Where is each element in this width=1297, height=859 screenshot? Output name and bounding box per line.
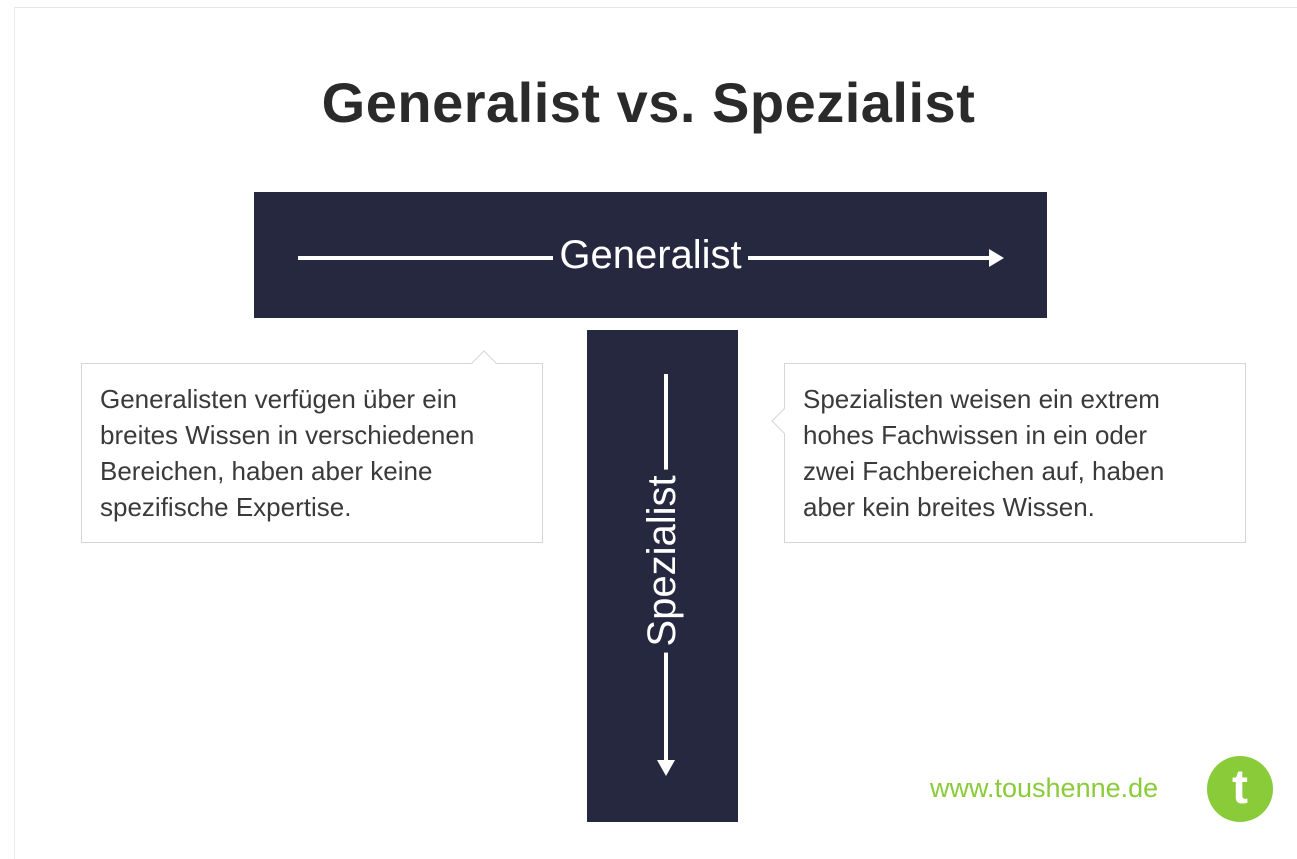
generalist-label: Generalist <box>553 233 748 277</box>
brand-logo: t <box>1207 756 1273 822</box>
callout-pointer <box>771 408 797 434</box>
generalist-description: Generalisten verfügen über ein breites W… <box>100 381 526 525</box>
frame-left-border <box>14 7 15 859</box>
callout-line: spezifische Expertise. <box>100 492 352 522</box>
callout-line: Spezialisten weisen ein extrem <box>803 384 1160 414</box>
generalist-label-wrap: Generalist <box>254 230 1047 280</box>
callout-line: Bereichen, haben aber keine <box>100 456 433 486</box>
brand-url-link[interactable]: www.toushenne.de <box>930 773 1159 803</box>
callout-line: zwei Fachbereichen auf, haben <box>803 456 1165 486</box>
spezialist-callout: Spezialisten weisen ein extrem hohes Fac… <box>771 363 1246 543</box>
callout-line: hohes Fachwissen in ein oder <box>803 420 1147 450</box>
generalist-bar: Generalist <box>254 192 1047 318</box>
brand-logo-letter: t <box>1232 761 1248 814</box>
callout-pointer <box>471 350 497 376</box>
frame-top-border <box>14 7 1297 8</box>
spezialist-bar: Spezialist <box>587 330 738 822</box>
spezialist-description: Spezialisten weisen ein extrem hohes Fac… <box>803 381 1229 525</box>
generalist-callout: Generalisten verfügen über ein breites W… <box>81 350 543 543</box>
page-title: Generalist vs. Spezialist <box>321 71 976 134</box>
callout-line: Generalisten verfügen über ein <box>100 384 458 414</box>
spezialist-label: Spezialist <box>637 469 687 653</box>
callout-line: aber kein breites Wissen. <box>803 492 1095 522</box>
callout-line: breites Wissen in verschiedenen <box>100 420 475 450</box>
